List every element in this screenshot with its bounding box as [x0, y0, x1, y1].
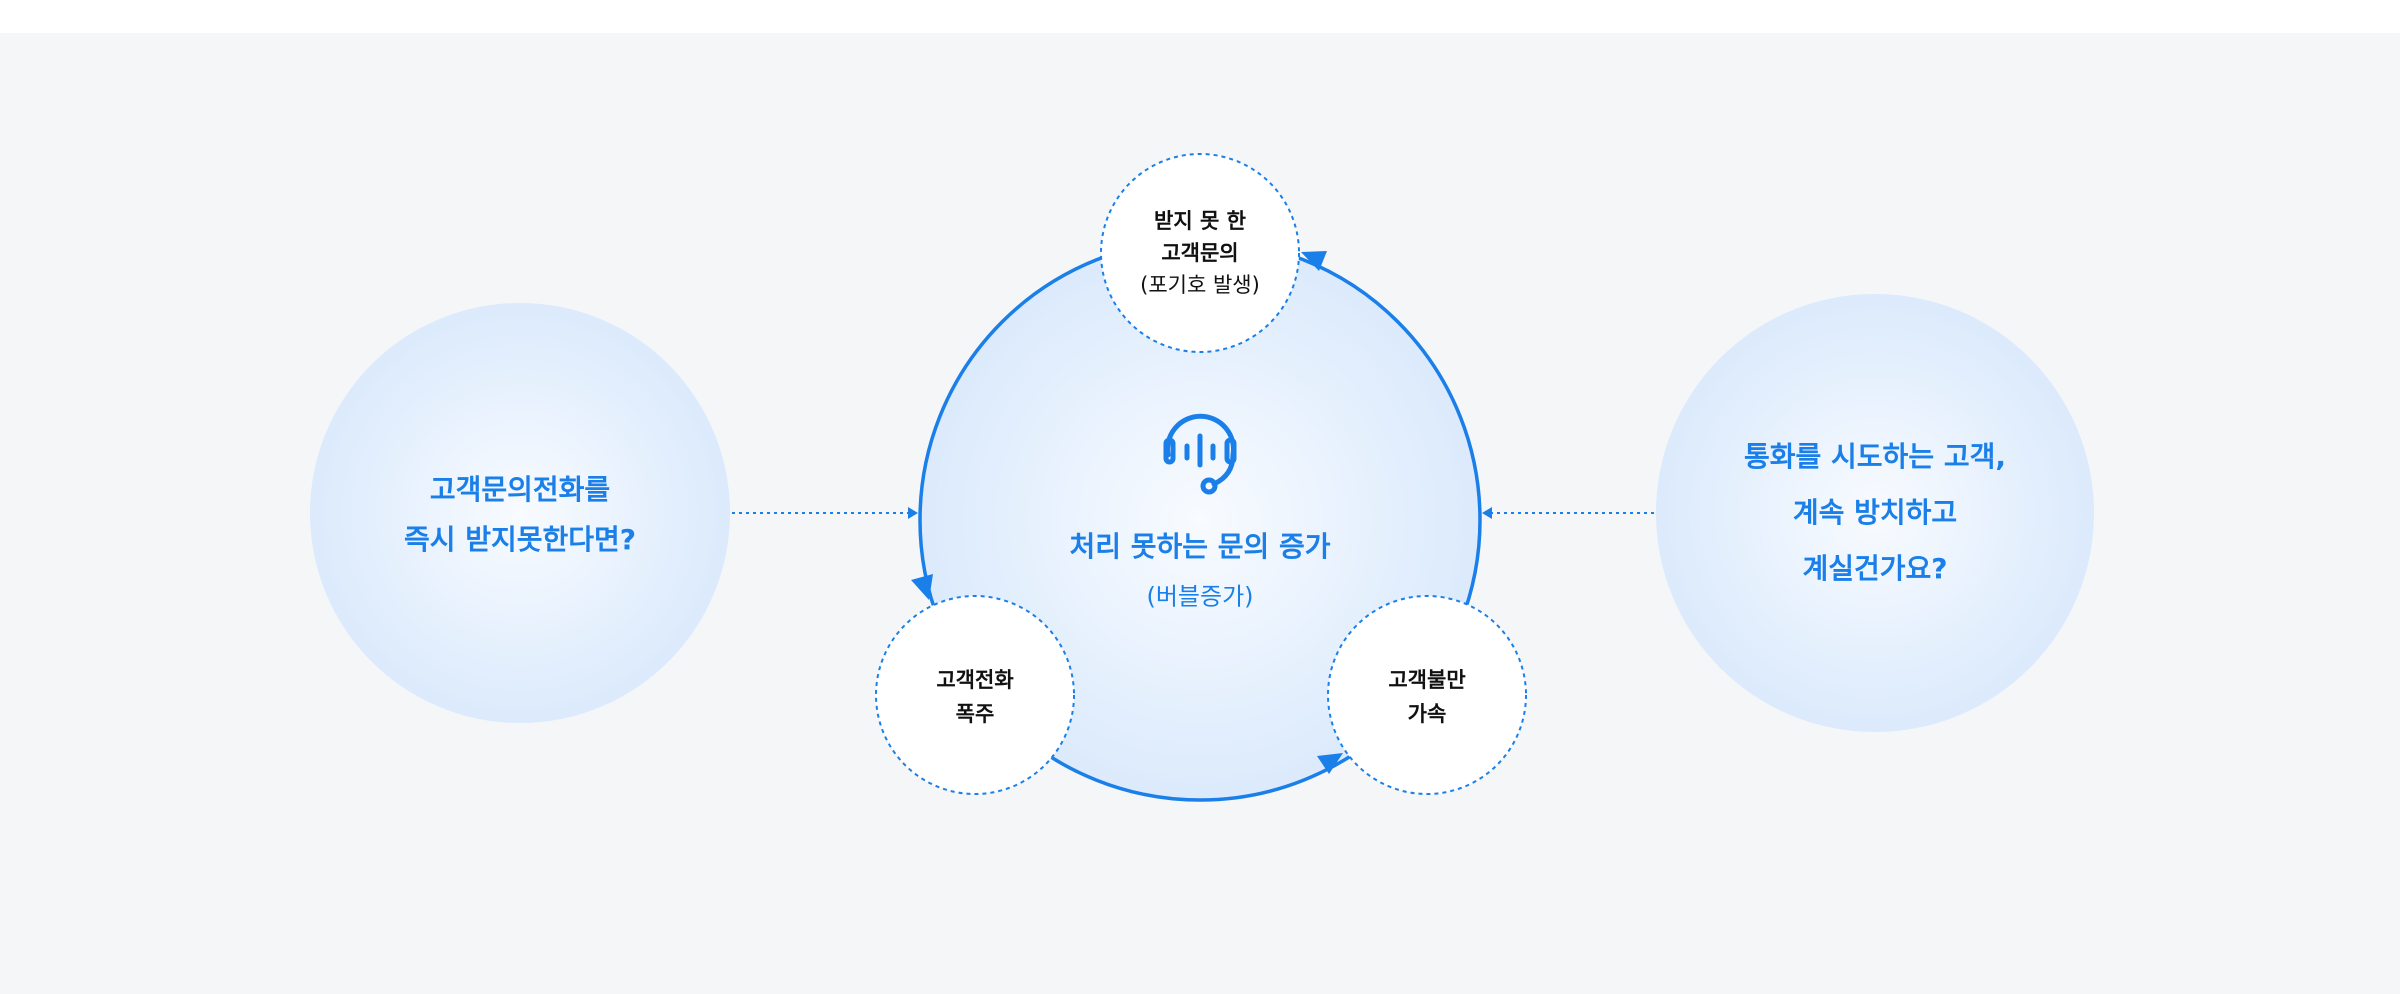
headset-icon	[1163, 413, 1237, 495]
left-bubble-line: 즉시 받지못한다면?	[403, 523, 637, 556]
right-bubble-line: 계속 방치하고	[1792, 496, 1958, 529]
node-top-line: 받지 못 한	[1154, 209, 1246, 233]
node-top-circle	[1100, 153, 1300, 353]
left-bubble-line: 고객문의전화를	[429, 473, 611, 506]
node-bottom-right-line: 고객불만	[1388, 668, 1466, 692]
node-bottom-left-text: 고객전화 폭주	[936, 663, 1013, 731]
node-bottom-right-text: 고객불만 가속	[1388, 663, 1465, 731]
center-title: 처리 못하는 문의 증가	[1069, 530, 1331, 563]
arrowhead-bottom	[1317, 753, 1343, 774]
right-bubble-line: 계실건가요?	[1802, 552, 1948, 585]
arrowhead-left	[911, 574, 933, 600]
arrowhead-top	[1301, 251, 1327, 271]
node-bottom-left-line: 폭주	[955, 702, 995, 726]
node-top-sub: (포기호 발생)	[1140, 273, 1260, 297]
right-connector-arrowhead	[1482, 507, 1492, 519]
right-bubble-text: 통화를 시도하는 고객, 계속 방치하고 계실건가요?	[1744, 429, 2006, 597]
node-bottom-left-circle	[875, 595, 1075, 795]
node-bottom-left-line: 고객전화	[936, 668, 1014, 692]
node-bottom-right-circle	[1327, 595, 1527, 795]
node-top-line: 고객문의	[1161, 241, 1239, 265]
node-bottom-right-line: 가속	[1407, 702, 1447, 726]
left-bubble-circle	[310, 303, 730, 723]
center-subtitle: (버블증가)	[1146, 582, 1254, 611]
left-bubble-text: 고객문의전화를 즉시 받지못한다면?	[404, 465, 636, 565]
right-bubble-line: 통화를 시도하는 고객,	[1744, 440, 2006, 473]
top-band	[0, 0, 2400, 33]
right-bubble-circle	[1656, 294, 2094, 732]
node-top-text: 받지 못 한 고객문의 (포기호 발생)	[1140, 205, 1260, 301]
left-connector-arrowhead	[908, 507, 918, 519]
